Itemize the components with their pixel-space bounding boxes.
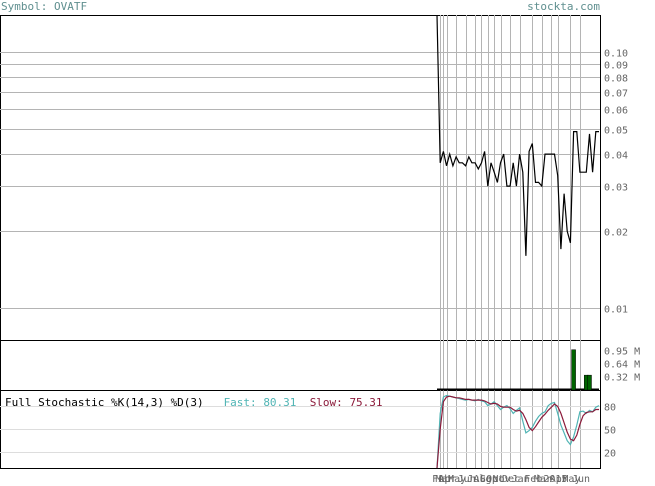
x-tick-label: Apr [550, 474, 568, 485]
x-tick-label: 2015 [543, 474, 567, 485]
price-tick-label: 0.04 [604, 151, 628, 162]
volume-bar [571, 349, 576, 391]
price-tick-label: 0.07 [604, 89, 628, 100]
slow-label: Slow: [309, 396, 343, 409]
x-tick-label: Feb [432, 474, 450, 485]
stochastic-line-fast [436, 394, 600, 469]
fast-value: 80.31 [263, 396, 297, 409]
site-label: stockta.com [527, 0, 600, 13]
x-tick-label: Nov [493, 474, 511, 485]
x-tick-label: Jun [458, 474, 476, 485]
x-tick-label: Dec [502, 474, 520, 485]
x-tick-label: Jan [512, 474, 530, 485]
x-tick-label: May [448, 474, 466, 485]
x-tick-label: Jun [572, 474, 590, 485]
x-tick-label: Sep [480, 474, 498, 485]
stochastic-tick-label: 20 [604, 449, 616, 460]
x-tick-label: Apr [439, 474, 457, 485]
x-tick-label: Jul [467, 474, 485, 485]
volume-tick-label: 0.64 M [604, 360, 640, 371]
stochastic-legend: Full Stochastic %K(14,3) %D(3) Fast: 80.… [5, 396, 383, 409]
x-tick-label: Aug [473, 474, 491, 485]
x-tick-label: May [562, 474, 580, 485]
price-tick-label: 0.06 [604, 106, 628, 117]
price-tick-label: 0.10 [604, 49, 628, 60]
stochastic-tick-label: 50 [604, 426, 616, 437]
price-tick-label: 0.02 [604, 228, 628, 239]
volume-tick-label: 0.95 M [604, 347, 640, 358]
x-tick-label: Feb [524, 474, 542, 485]
price-tick-label: 0.01 [604, 305, 628, 316]
fast-label: Fast: [223, 396, 257, 409]
price-tick-label: 0.09 [604, 61, 628, 72]
x-tick-label: Mar [534, 474, 552, 485]
x-tick-label: Mar [435, 474, 453, 485]
volume-bar [587, 374, 592, 391]
stochastic-tick-label: 80 [604, 403, 616, 414]
price-tick-label: 0.03 [604, 183, 628, 194]
slow-value: 75.31 [349, 396, 383, 409]
price-tick-label: 0.05 [604, 126, 628, 137]
price-tick-label: 0.08 [604, 74, 628, 85]
price-series-line [436, 14, 599, 256]
stochastic-line-slow [436, 395, 599, 469]
x-tick-label: Oct [486, 474, 504, 485]
symbol-label: Symbol: OVATF [1, 0, 88, 13]
volume-tick-label: 0.32 M [604, 373, 640, 384]
stochastic-title: Full Stochastic %K(14,3) %D(3) [5, 396, 204, 409]
